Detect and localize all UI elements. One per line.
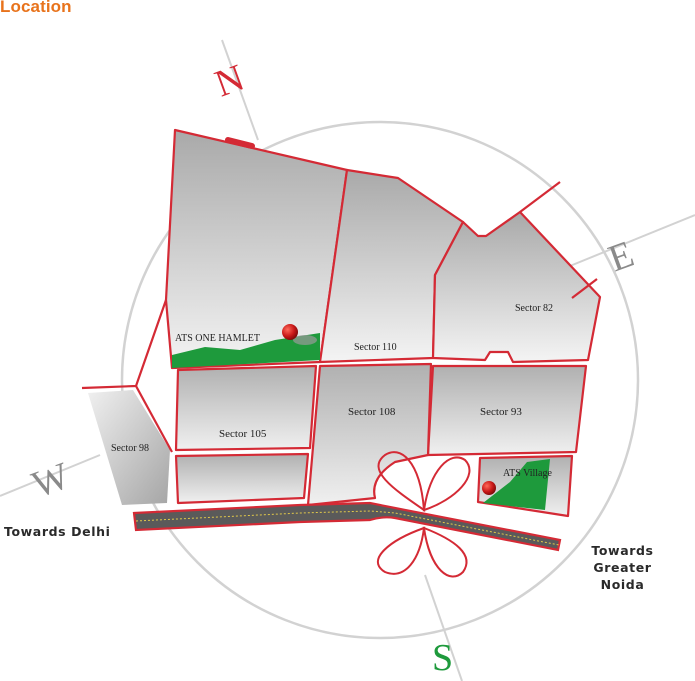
- hamlet-marker-icon: [282, 324, 298, 340]
- highway: [132, 501, 562, 552]
- sector-105-south-area[interactable]: [174, 452, 310, 505]
- west-letter: W: [27, 455, 75, 507]
- north-east-road: [519, 181, 561, 213]
- south-letter: S: [432, 637, 453, 679]
- north-letter: N: [210, 57, 250, 106]
- south-axis: [424, 574, 463, 681]
- compass-ring: [120, 120, 640, 640]
- compass: [0, 39, 695, 681]
- west-axis: [0, 454, 101, 497]
- sector-98-boundary: [135, 385, 173, 453]
- sector-105-label: Sector 105: [219, 428, 267, 440]
- sector-105-area[interactable]: [174, 364, 318, 452]
- sector-110-label: Sector 110: [354, 342, 397, 353]
- towards-greater-noida-line1: Towards Greater: [591, 543, 654, 575]
- ats-village-landmark[interactable]: ATS Village: [482, 459, 552, 510]
- towards-delhi-label: Towards Delhi: [4, 524, 111, 539]
- east-road: [571, 278, 598, 299]
- sector-98-area[interactable]: [88, 390, 170, 505]
- village-marker-icon: [482, 481, 496, 495]
- towards-greater-noida-label: Towards Greater Noida: [560, 542, 685, 593]
- hamlet-label: ATS ONE HAMLET: [175, 333, 260, 344]
- page-title: Location: [0, 0, 72, 16]
- hamlet-green-area: [172, 333, 320, 368]
- ats-one-hamlet-landmark[interactable]: ATS ONE HAMLET: [172, 324, 320, 368]
- towards-greater-noida-line2: Noida: [600, 577, 645, 592]
- sector-93-label: Sector 93: [480, 406, 522, 418]
- north-axis: [221, 39, 259, 141]
- sector-98-label: Sector 98: [111, 443, 149, 454]
- cloverleaf-interchange: [377, 451, 471, 578]
- sector-108-label: Sector 108: [348, 406, 396, 418]
- east-axis: [564, 214, 695, 269]
- village-green-area: [483, 459, 550, 510]
- sector-108-area[interactable]: [306, 362, 433, 507]
- sector-82-label: Sector 82: [515, 303, 553, 314]
- village-label: ATS Village: [503, 468, 552, 479]
- sector-hamlet-block[interactable]: [164, 128, 349, 370]
- north-junction-marker: [225, 137, 255, 149]
- sector-82-area[interactable]: [431, 210, 602, 364]
